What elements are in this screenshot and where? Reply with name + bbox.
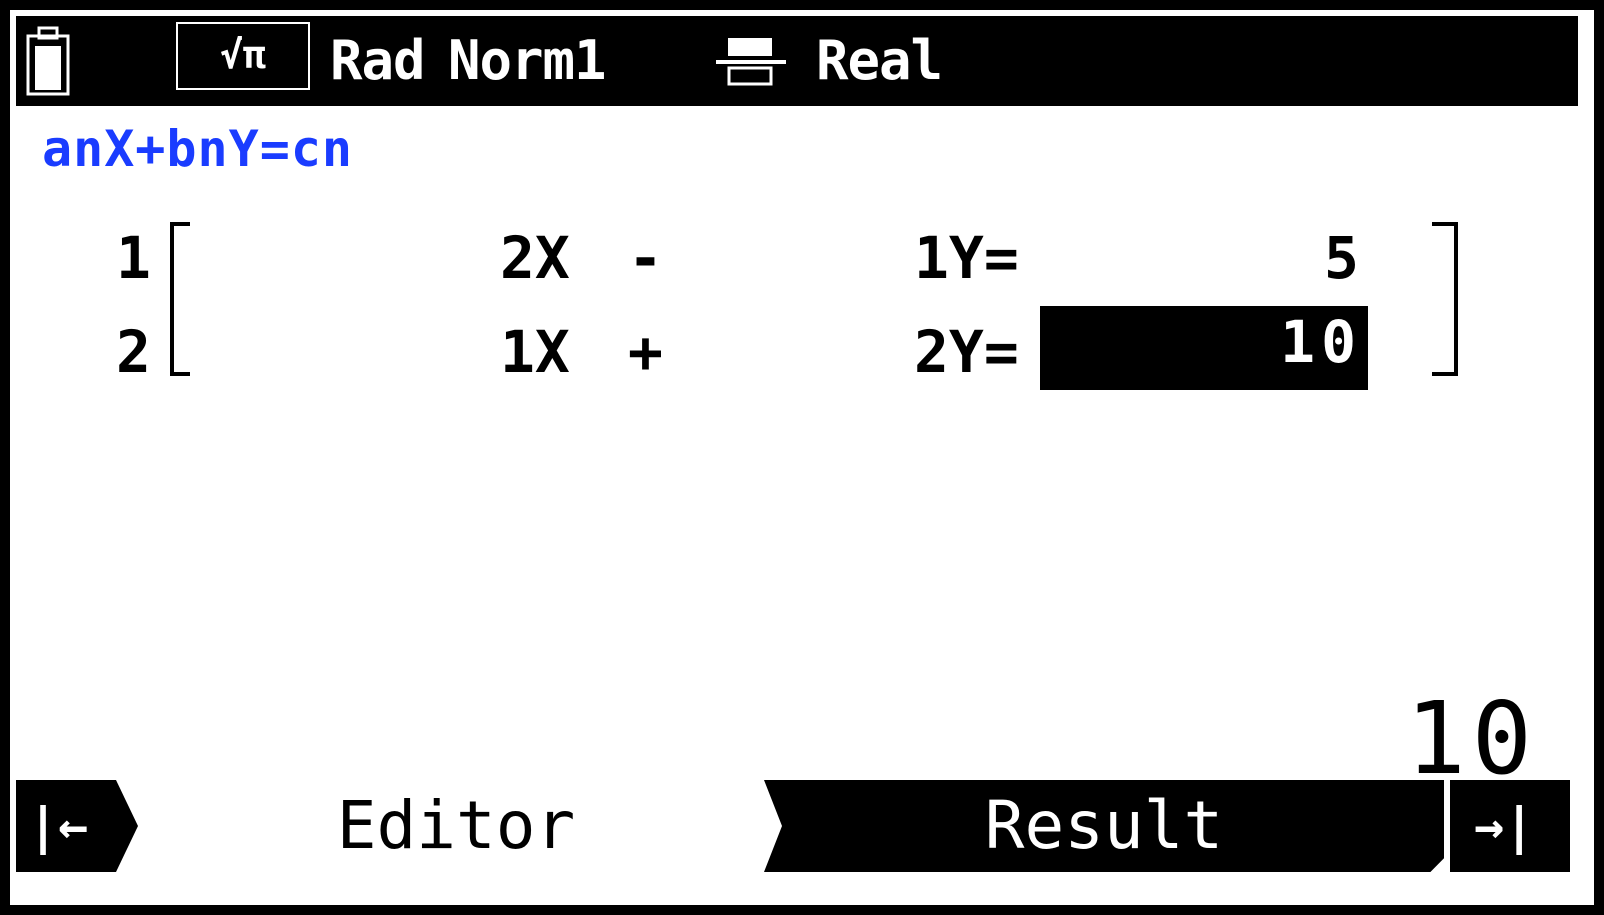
row-index: 2 [116,318,151,386]
arrow-to-end-icon: →| [1474,797,1535,855]
input-line-value: 10 [1405,680,1538,797]
arrow-to-start-icon: |← [28,797,89,855]
bottom-tab-bar: |← Editor Result →| [16,780,1578,872]
complex-mode-indicator: Real [816,29,943,92]
equation-form-title: anX+bnY=cn [42,120,354,178]
tab-result[interactable]: Result [764,780,1444,872]
battery-full-icon [26,26,70,96]
angle-unit-indicator: Rad [330,29,426,92]
selected-cell-value: 10 [1280,308,1362,376]
coefficient-b-cell[interactable]: 1Y= [914,224,1019,292]
calculator-screen: √π Rad Norm1 Real anX+bnY=cn 1 2X - 1Y= … [10,10,1594,905]
scroll-right-button[interactable]: →| [1450,780,1570,872]
operator-sign: + [628,318,663,386]
status-bar: √π Rad Norm1 Real [16,16,1578,106]
fraction-display-icon [716,38,786,86]
matrix-left-bracket [170,222,190,376]
row-index: 1 [116,224,151,292]
coefficient-a-cell[interactable]: 2X [500,224,570,292]
number-format-indicator: Norm1 [448,29,607,92]
operator-sign: - [628,224,663,292]
coefficient-c-cell[interactable]: 5 [1324,224,1359,292]
matrix-right-bracket [1432,222,1458,376]
display-area: √π Rad Norm1 Real anX+bnY=cn 1 2X - 1Y= … [16,16,1578,894]
math-mode-indicator: √π [176,22,310,90]
tab-editor[interactable]: Editor [336,787,576,864]
coefficient-a-cell[interactable]: 1X [500,318,570,386]
coefficient-b-cell[interactable]: 2Y= [914,318,1019,386]
selected-coefficient-c-cell[interactable]: 10 [1040,306,1368,390]
scroll-left-button[interactable]: |← [16,780,138,872]
